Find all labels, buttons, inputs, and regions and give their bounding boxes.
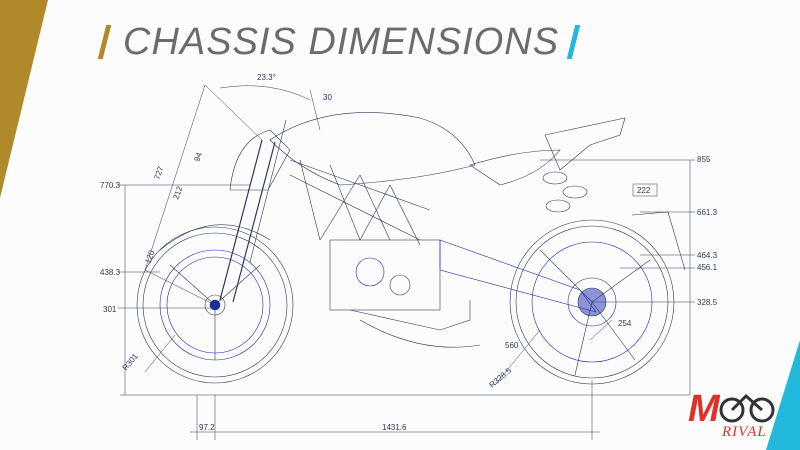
front-fender (159, 224, 271, 251)
logo-wheel-icon (719, 393, 775, 423)
dim-254: 254 (618, 319, 632, 328)
gold-triangle (0, 0, 48, 198)
dim-97: 97.2 (199, 423, 215, 432)
dimension-labels: 23.3° 30 94 727 212 120 770.3 438.3 301 … (100, 73, 718, 432)
dim-328: 328.5 (697, 298, 718, 307)
dim-727: 727 (152, 165, 165, 181)
exhaust (359, 319, 481, 348)
motorival-logo: M RIVAL (688, 386, 788, 446)
seat (469, 149, 561, 186)
dim-30: 30 (323, 93, 332, 102)
swingarm (439, 239, 597, 313)
dim-438: 438.3 (100, 268, 121, 277)
dim-855: 855 (697, 155, 711, 164)
headlight-cowl (229, 129, 291, 191)
cyan-corner-shape (766, 340, 800, 450)
dim-301: 301 (103, 305, 117, 314)
title-bar: CHASSIS DIMENSIONS (97, 20, 581, 64)
dim-120: 120 (143, 249, 156, 265)
dim-456: 456.1 (697, 263, 718, 272)
dim-464: 464.3 (697, 251, 718, 260)
dim-222: 222 (637, 186, 651, 195)
gold-corner-shape (0, 0, 48, 198)
cyan-triangle (766, 340, 800, 450)
dim-770: 770.3 (100, 181, 121, 190)
dim-r301: R301 (121, 351, 141, 372)
dim-rake-angle: 23.3° (257, 73, 276, 82)
logo-word: RIVAL (722, 424, 767, 440)
logo-letter: M (688, 388, 720, 430)
dim-wheelbase: 1431.6 (382, 423, 407, 432)
dim-r328: R328.5 (488, 366, 514, 390)
fuel-tank (269, 112, 476, 186)
plate-holder (631, 211, 686, 271)
dim-222-box (632, 183, 658, 197)
page-title: CHASSIS DIMENSIONS (123, 20, 560, 63)
front-fork (219, 119, 287, 303)
dim-661: 661.3 (697, 208, 718, 217)
engine-block (329, 239, 471, 331)
dimension-lines (118, 84, 695, 440)
dim-560: 560 (505, 341, 519, 350)
dim-94: 94 (192, 151, 204, 163)
tail-section (544, 117, 626, 171)
trellis-frame (289, 159, 431, 246)
dim-212: 212 (171, 185, 184, 201)
